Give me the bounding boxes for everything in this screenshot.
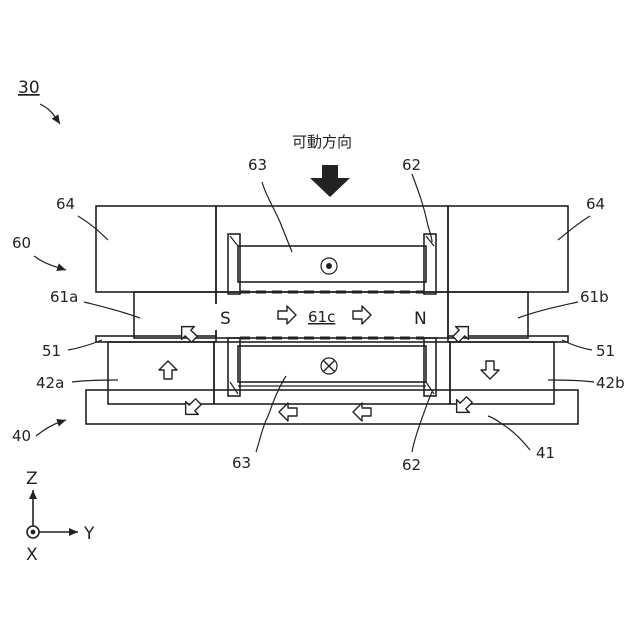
yoke-left: [108, 342, 214, 404]
leader-lines: [34, 104, 594, 452]
plate-right-label: 51: [596, 342, 615, 360]
assembly-40-label: 40: [12, 427, 31, 445]
moving-direction-label: 可動方向: [292, 133, 352, 151]
coil-wall-bottom-label: 62: [402, 456, 421, 474]
coil-top-label: 63: [248, 156, 267, 174]
flux-arrow-left-icon: [279, 403, 297, 421]
axis-indicator: Z Y X: [26, 469, 95, 565]
base-label: 41: [536, 444, 555, 462]
assembly-60-label: 60: [12, 234, 31, 252]
flux-arrow-up-icon: [159, 361, 177, 379]
flux-arrow-diagonal-icon: [179, 395, 204, 420]
bottom-assembly: [86, 338, 578, 424]
magnet-left: [134, 292, 216, 338]
top-block-right-label: 64: [586, 195, 605, 213]
flux-arrow-down-icon: [481, 361, 499, 379]
axis-y-label: Y: [83, 524, 95, 544]
flux-arrow-right-icon: [353, 306, 371, 324]
plate-51: [96, 336, 568, 342]
yoke-right: [450, 342, 554, 404]
reference-labels: 30 可動方向 63 62 64 64 60 61a 61b S N 61c 5…: [12, 78, 625, 474]
magnet-center-label: 61c: [308, 308, 335, 326]
yoke-left-label: 42a: [36, 374, 64, 392]
magnet-right-label: 61b: [580, 288, 609, 306]
top-block-left: [96, 206, 216, 292]
plate-left-label: 51: [42, 342, 61, 360]
top-block-right: [448, 206, 568, 292]
coil-lower: [238, 346, 426, 382]
magnet-left-label: 61a: [50, 288, 78, 306]
pole-s-label: S: [220, 309, 231, 329]
flux-arrow-left-icon: [353, 403, 371, 421]
coil-bottom-label: 63: [232, 454, 251, 472]
coil-wall-top-label: 62: [402, 156, 421, 174]
flux-arrow-diagonal-icon: [450, 393, 475, 418]
moving-direction-arrow-icon: [310, 165, 350, 197]
flux-arrow-right-icon: [278, 306, 296, 324]
top-block-left-label: 64: [56, 195, 75, 213]
axis-z-label: Z: [26, 469, 38, 489]
axis-x-label: X: [26, 545, 38, 565]
pole-n-label: N: [414, 309, 427, 329]
coil-upper: [238, 246, 426, 282]
yoke-right-label: 42b: [596, 374, 625, 392]
figure-ref-label: 30: [18, 78, 40, 98]
center-frame-top: [216, 206, 448, 292]
plate-left: [96, 336, 216, 342]
top-assembly: [96, 206, 568, 294]
base-block: [86, 390, 578, 424]
